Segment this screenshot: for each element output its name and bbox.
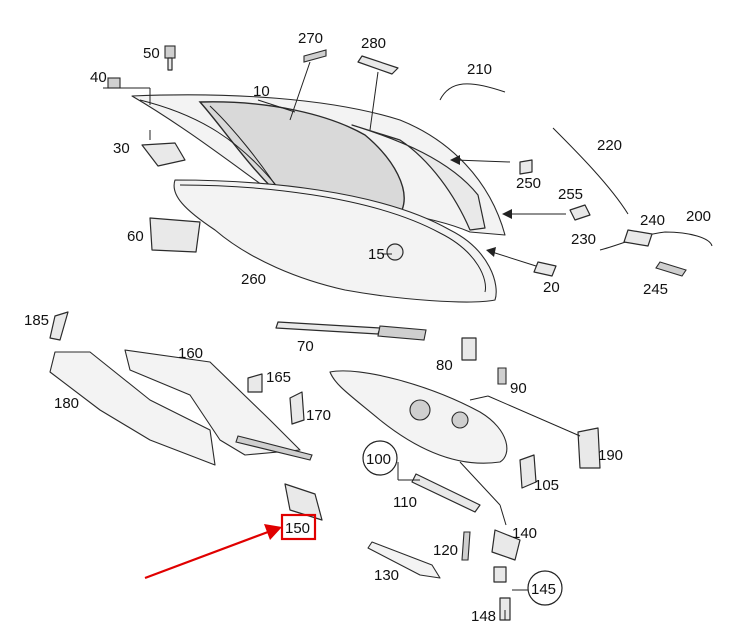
lower-components — [284, 454, 537, 621]
part-label: 190 — [598, 447, 623, 464]
part-label: 280 — [361, 35, 386, 52]
part-label: 260 — [241, 271, 266, 288]
part-label: 230 — [571, 231, 596, 248]
gas-strut — [275, 321, 427, 341]
part-label: 60 — [127, 228, 144, 245]
part-label: 110 — [393, 494, 417, 511]
part-label: 180 — [54, 395, 79, 412]
part-label: 20 — [543, 279, 560, 296]
part-label: 30 — [113, 140, 130, 157]
callout-circle-145 — [527, 570, 563, 606]
part-label: 185 — [24, 312, 49, 329]
part-label: 220 — [597, 137, 622, 154]
leader-lines — [103, 61, 581, 620]
callout-arrows — [450, 155, 566, 267]
part-label: 145 — [531, 581, 556, 598]
part-label: 245 — [643, 281, 668, 298]
lock-unit — [149, 217, 201, 253]
small-fasteners — [386, 159, 591, 277]
part-label: 10 — [253, 83, 270, 100]
trim-strips — [303, 49, 399, 75]
part-label: 160 — [178, 345, 203, 362]
part-label: 70 — [297, 338, 314, 355]
part-label: 165 — [266, 369, 291, 386]
part-label: 150 — [285, 520, 310, 537]
highlight-arrow — [144, 530, 269, 580]
part-label: 255 — [558, 186, 583, 203]
part-label: 120 — [433, 542, 458, 559]
part-label: 50 — [143, 45, 160, 62]
part-label: 40 — [90, 69, 107, 86]
part-label: 100 — [366, 451, 391, 468]
part-label: 170 — [306, 407, 331, 424]
trunk-lid-shell — [131, 94, 506, 236]
lock-pins — [461, 337, 601, 469]
part-label: 270 — [298, 30, 323, 47]
handle-module — [329, 370, 508, 464]
part-label: 15 — [368, 246, 385, 263]
part-label: 210 — [467, 61, 492, 78]
part-label: 240 — [640, 212, 665, 229]
part-label: 80 — [436, 357, 453, 374]
part-label: 105 — [534, 477, 559, 494]
part-label: 200 — [686, 208, 711, 225]
callout-circle-100 — [362, 440, 398, 476]
hinge-assembly — [107, 45, 186, 167]
trim-panels — [49, 311, 313, 466]
washer-hose-assembly — [439, 83, 713, 277]
part-label: 130 — [374, 567, 399, 584]
part-label: 90 — [510, 380, 527, 397]
highlight-arrowhead — [264, 524, 282, 540]
part-label: 148 — [471, 608, 496, 625]
part-label: 250 — [516, 175, 541, 192]
trunk-seal — [173, 179, 497, 303]
part-label: 140 — [512, 525, 537, 542]
